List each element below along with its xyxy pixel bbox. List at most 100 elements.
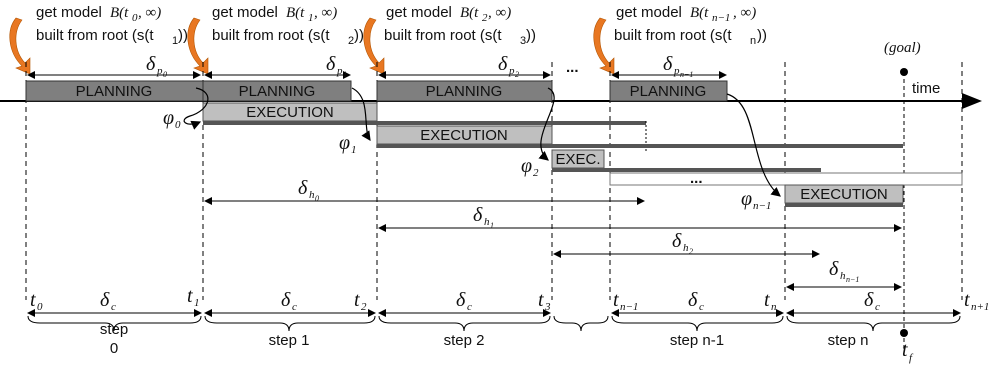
- svg-text:2: 2: [515, 70, 519, 79]
- svg-text:p: p: [508, 65, 515, 77]
- svg-text:t: t: [354, 289, 360, 311]
- svg-text:h: h: [309, 189, 315, 201]
- svg-text:p: p: [156, 65, 163, 77]
- step-1-label: step 1: [269, 332, 310, 349]
- getmodel-sub: n−1: [712, 12, 730, 24]
- svg-text:0: 0: [163, 70, 167, 79]
- svg-text:t: t: [613, 289, 619, 311]
- getmodel-sub: 2: [482, 12, 488, 24]
- svg-text:0: 0: [175, 119, 181, 131]
- svg-text:t: t: [902, 339, 908, 361]
- getmodel-root-sub: 2: [348, 35, 354, 47]
- getmodel-math: B(t: [690, 5, 709, 21]
- getmodel-sub: 0: [132, 12, 138, 24]
- goal-label: (goal): [884, 40, 921, 56]
- getmodel-close: )): [526, 27, 536, 44]
- svg-text:δ: δ: [663, 53, 673, 75]
- getmodel-line1: get model: [386, 4, 452, 21]
- getmodel-text-3: get model B(t n−1 , ∞) built from root (…: [614, 4, 767, 47]
- getmodel-root-sub: 1: [172, 35, 178, 47]
- svg-text:δ: δ: [146, 53, 156, 75]
- getmodel-math: B(t: [460, 5, 479, 21]
- planning-bars: PLANNING PLANNING PLANNING PLANNING: [25, 80, 728, 102]
- step-0-number: 0: [110, 340, 118, 357]
- svg-text:φ: φ: [521, 155, 532, 177]
- svg-text:1: 1: [194, 297, 200, 309]
- getmodel-line2: built from root (s(t: [212, 27, 330, 44]
- svg-text:p: p: [336, 65, 343, 77]
- ellipsis-top: ...: [566, 59, 579, 76]
- orange-arrows: [9, 17, 615, 75]
- svg-text:p: p: [673, 65, 680, 77]
- svg-text:1: 1: [351, 144, 357, 156]
- phi-labels: φ 0 φ 1 φ 2 φ n−1: [163, 107, 771, 212]
- svg-text:n+1: n+1: [971, 301, 989, 313]
- svg-text:δ: δ: [100, 289, 110, 311]
- time-label: time: [912, 80, 940, 97]
- svg-text:n: n: [771, 301, 777, 313]
- svg-text:δ: δ: [298, 177, 308, 199]
- delta-h-arrows: [204, 197, 902, 291]
- svg-text:c: c: [292, 301, 297, 313]
- svg-text:h: h: [484, 216, 490, 228]
- getmodel-root-sub: n: [750, 35, 756, 47]
- delta-h-labels: δ h 0 δ h 1 δ h 2 δ h n−1: [298, 177, 859, 284]
- getmodel-tail: , ∞): [314, 5, 337, 21]
- planning-label: PLANNING: [239, 83, 316, 100]
- execution-label: EXECUTION: [246, 104, 334, 121]
- execution-label: EXECUTION: [420, 127, 508, 144]
- getmodel-sub: 1: [308, 12, 314, 24]
- svg-text:2: 2: [689, 247, 693, 256]
- svg-text:t: t: [538, 289, 544, 311]
- orange-arrow-icon: [187, 17, 209, 75]
- getmodel-text-2: get model B(t 2 , ∞) built from root (s(…: [384, 4, 536, 47]
- planning-label: PLANNING: [426, 83, 503, 100]
- svg-text:φ: φ: [741, 188, 752, 210]
- svg-text:δ: δ: [672, 230, 682, 252]
- svg-text:δ: δ: [326, 53, 336, 75]
- svg-text:δ: δ: [498, 53, 508, 75]
- getmodel-line2: built from root (s(t: [36, 27, 154, 44]
- orange-arrow-icon: [363, 17, 385, 75]
- svg-text:c: c: [111, 301, 116, 313]
- svg-text:δ: δ: [456, 289, 466, 311]
- svg-text:δ: δ: [829, 258, 839, 280]
- step-2-label: step 2: [444, 332, 485, 349]
- getmodel-tail: , ∞): [488, 5, 511, 21]
- getmodel-math: B(t: [110, 5, 129, 21]
- getmodel-line1: get model: [212, 4, 278, 21]
- getmodel-tail: , ∞): [138, 5, 161, 21]
- step-n-label: step n: [828, 332, 869, 349]
- svg-text:δ: δ: [281, 289, 291, 311]
- svg-text:n−1: n−1: [846, 275, 859, 284]
- svg-text:δ: δ: [473, 204, 483, 226]
- step-0-label: step: [100, 321, 128, 338]
- planning-label: PLANNING: [630, 83, 707, 100]
- svg-text:3: 3: [544, 301, 551, 313]
- svg-text:1: 1: [490, 221, 494, 230]
- getmodel-tail: , ∞): [733, 5, 756, 21]
- step-braces: [27, 315, 961, 332]
- exec-short-label: EXEC.: [555, 151, 600, 168]
- svg-text:0: 0: [315, 194, 319, 203]
- svg-text:φ: φ: [339, 132, 350, 154]
- svg-text:f: f: [909, 352, 914, 364]
- svg-text:t: t: [764, 289, 770, 311]
- transition-curves: [183, 87, 781, 197]
- svg-text:n−1: n−1: [620, 301, 638, 313]
- svg-text:c: c: [467, 301, 472, 313]
- svg-text:1: 1: [343, 70, 347, 79]
- ellipsis-mid: ...: [690, 170, 703, 187]
- tf-dot: [900, 329, 908, 337]
- orange-arrow-icon: [593, 17, 615, 75]
- getmodel-line1: get model: [36, 4, 102, 21]
- svg-text:n−1: n−1: [680, 70, 693, 79]
- svg-text:h: h: [683, 242, 689, 254]
- execution-bars: EXECUTION EXECUTION EXEC. ... EXECUTION: [202, 102, 963, 207]
- execution-label: EXECUTION: [800, 186, 888, 203]
- getmodel-text-1: get model B(t 1 , ∞) built from root (s(…: [212, 4, 364, 47]
